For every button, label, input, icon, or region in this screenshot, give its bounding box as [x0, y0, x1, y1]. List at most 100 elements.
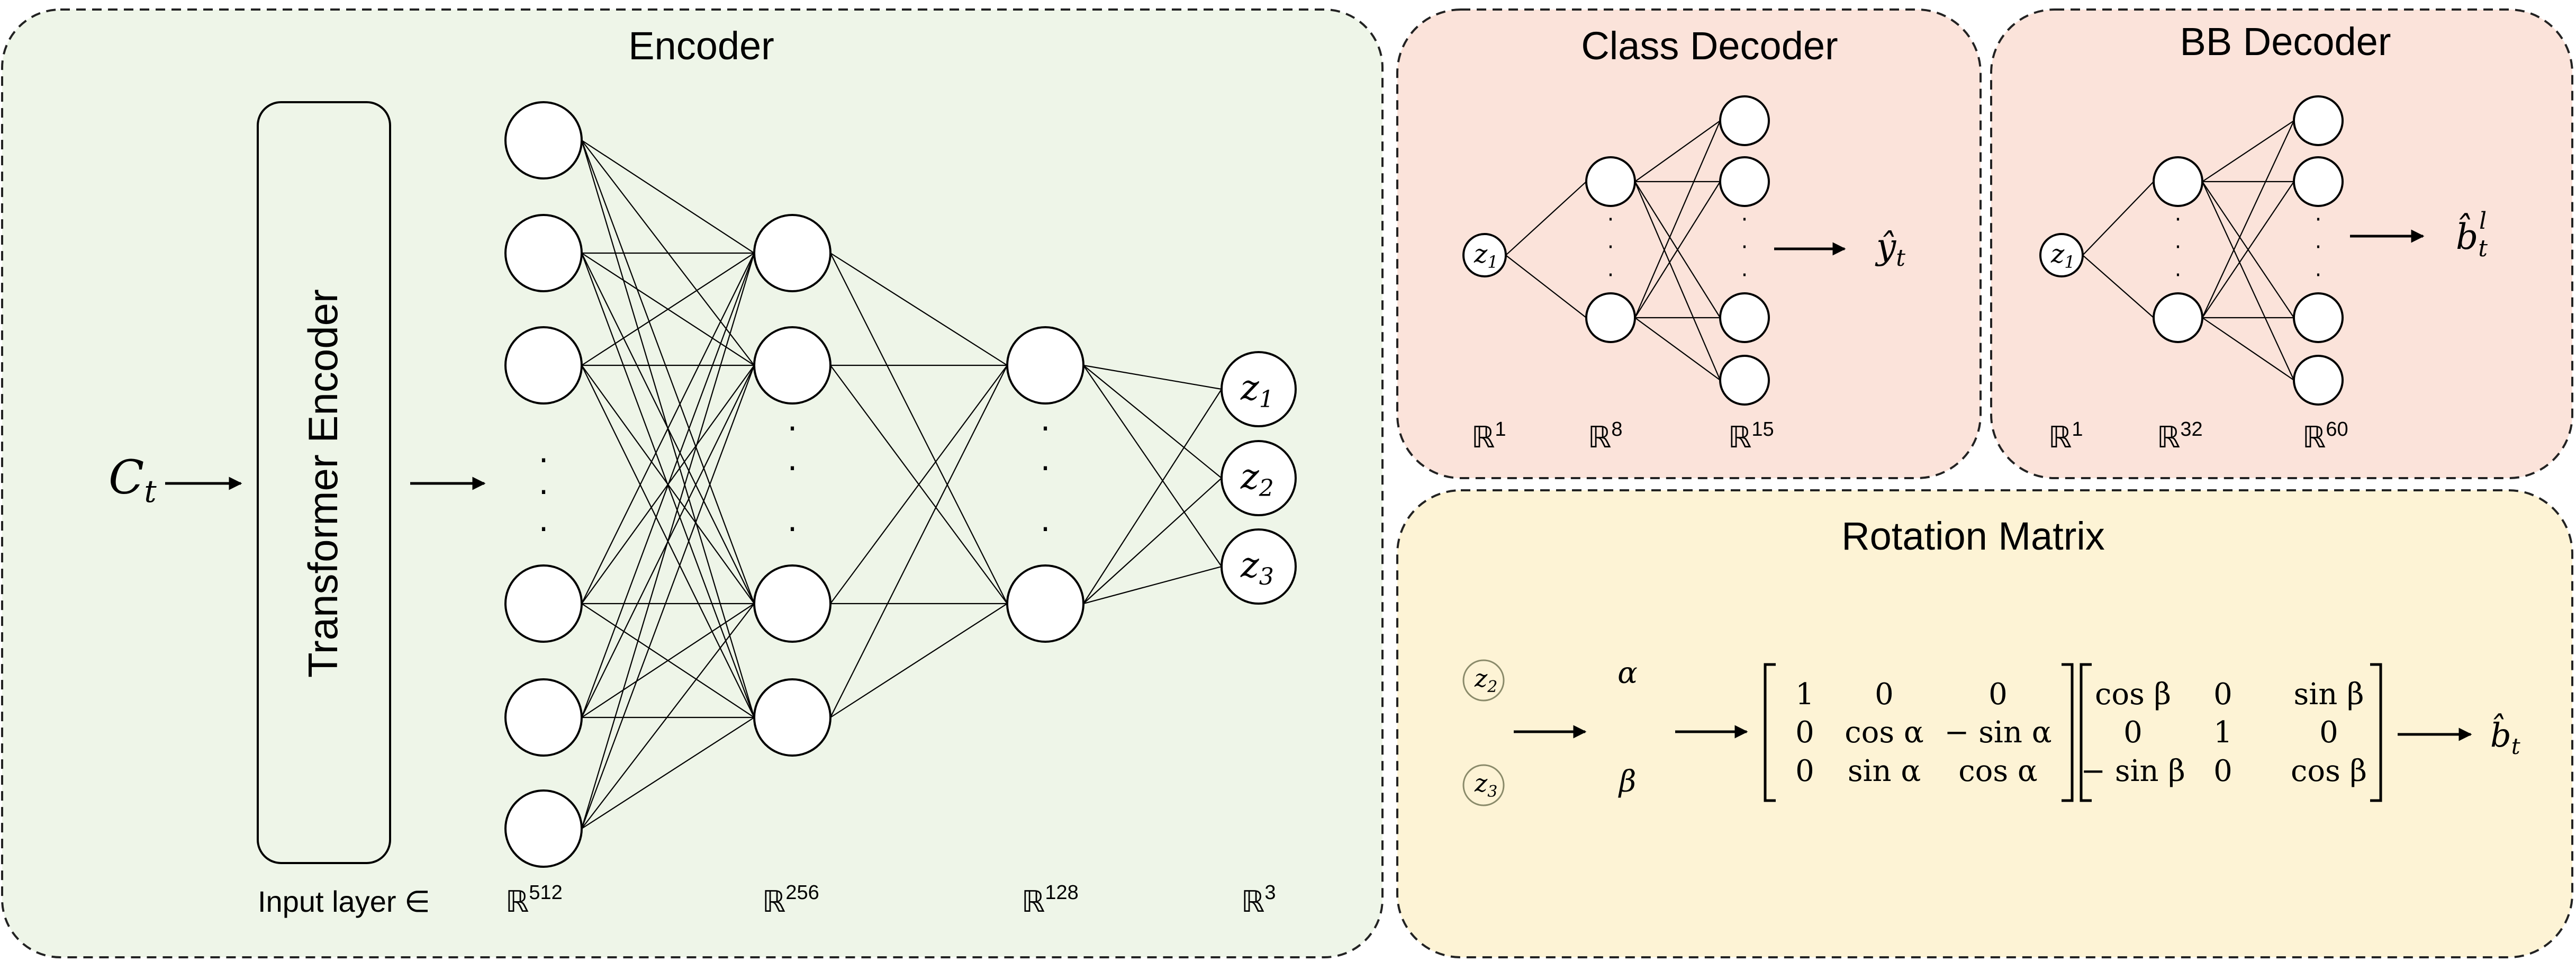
matrix-y-cell: 0	[2319, 715, 2338, 750]
matrix-y-cell: sin β	[2294, 677, 2364, 712]
matrix-x-cell: − sin α	[1944, 715, 2051, 750]
class-dim-8: ℝ8	[1588, 418, 1623, 454]
network-edge	[1083, 389, 1222, 604]
ellipsis-dot: ·	[2175, 235, 2182, 259]
ellipsis-dot: ·	[2175, 208, 2182, 232]
encoder-layer0-node	[504, 214, 583, 292]
bb-decoder-title: BB Decoder	[2180, 20, 2391, 64]
network-edge	[830, 253, 1008, 366]
decoder-hidden-node	[1585, 292, 1636, 343]
latent-z1: z1	[1240, 367, 1274, 413]
decoder-edge	[2202, 317, 2294, 381]
ellipsis-dot: ·	[1741, 208, 1748, 232]
decoder-edge	[2202, 120, 2294, 318]
transformer-encoder-box	[257, 101, 391, 864]
ellipsis-dot: ·	[2315, 235, 2322, 259]
angle-alpha: α	[1617, 656, 1638, 690]
matrix-y-right-bracket	[2370, 663, 2382, 802]
matrix-x-cell: 0	[1875, 677, 1894, 712]
ellipsis-dot: ·	[1040, 511, 1050, 548]
latent-node	[1221, 440, 1297, 516]
decoder-edge	[2202, 181, 2294, 381]
encoder-panel	[1, 8, 1384, 958]
rotation-matrix-title: Rotation Matrix	[1841, 514, 2105, 558]
decoder-output-node	[1719, 355, 1770, 406]
matrix-x-cell: cos α	[1958, 754, 2037, 788]
decoder-input-z1: z1	[2050, 239, 2075, 272]
network-edge	[1083, 365, 1222, 479]
matrix-y-cell: 0	[2213, 677, 2232, 712]
latent-z2: z2	[1240, 456, 1274, 502]
ellipsis-dot: ·	[2175, 263, 2182, 288]
matrix-y-cell: 0	[2213, 754, 2232, 788]
input-layer-label: Input layer ∈	[258, 885, 430, 918]
matrix-y-left-bracket	[2080, 663, 2092, 802]
decoder-input-node	[1462, 233, 1507, 277]
matrix-x-left-bracket	[1764, 663, 1776, 802]
bb-decoder-panel	[1990, 8, 2573, 479]
ellipsis-dot: ·	[538, 474, 548, 511]
matrix-x-cell: cos α	[1845, 715, 1923, 750]
bb-decoder-output: b̂tl	[2456, 208, 2488, 262]
encoder-edges	[581, 140, 1222, 829]
decoder-output-node	[2293, 156, 2344, 207]
decoder-edge	[1505, 255, 1587, 318]
decoder-edge	[1634, 120, 1721, 318]
rotation-input-z2: z2	[1474, 664, 1497, 696]
matrix-x-cell: 0	[1795, 715, 1814, 750]
encoder-layer0-node	[504, 678, 583, 757]
network-edge	[1083, 365, 1222, 567]
decoder-edge	[1634, 181, 1721, 318]
encoder-title: Encoder	[628, 24, 774, 68]
decoder-hidden-node	[1585, 156, 1636, 207]
latent-node	[1221, 528, 1297, 605]
ellipsis-dot: ·	[2315, 208, 2322, 232]
ellipsis-dot: ·	[538, 511, 548, 548]
decoder-output-node	[2293, 95, 2344, 146]
class-decoder-output: ŷt	[1875, 226, 1905, 272]
matrix-y-cell: 0	[2123, 715, 2143, 750]
ellipsis-dot: ·	[1040, 410, 1050, 447]
latent-z3: z3	[1240, 545, 1274, 590]
network-edge	[1083, 565, 1222, 605]
matrix-x-right-bracket	[2062, 663, 2074, 802]
bb-dim-32: ℝ32	[2157, 418, 2203, 454]
network-edge	[830, 603, 1008, 718]
matrix-x-cell: 0	[1989, 677, 2008, 712]
bb-dim-60: ℝ60	[2302, 418, 2348, 454]
ellipsis-dot: ·	[1607, 263, 1614, 288]
ellipsis-dot: ·	[2315, 263, 2322, 288]
class-decoder-title: Class Decoder	[1581, 24, 1838, 68]
network-edge	[581, 603, 755, 829]
network-edge	[581, 140, 755, 254]
decoder-edge	[2202, 120, 2294, 182]
decoder-edge	[1634, 317, 1721, 381]
ellipsis-dot: ·	[1607, 235, 1614, 259]
matrix-y-cell: − sin β	[2081, 754, 2185, 788]
network-edge	[581, 253, 755, 604]
decoder-output-node	[2293, 355, 2344, 406]
ellipsis-dot: ·	[1040, 450, 1050, 487]
network-edge	[830, 253, 1008, 604]
ellipsis-dot: ·	[1607, 208, 1614, 232]
encoder-layer1-node	[753, 564, 831, 643]
bb-decoder-network: z1 · · · · · ·	[2039, 95, 2344, 406]
bb-dim-1: ℝ1	[2048, 418, 2083, 454]
encoder-dim-128: ℝ128	[1022, 882, 1079, 918]
decoder-edge	[1505, 181, 1587, 256]
encoder-layer2-node	[1006, 564, 1084, 643]
rotation-input-z3-node	[1462, 764, 1505, 806]
network-edge	[581, 253, 755, 718]
decoder-output-node	[1719, 292, 1770, 343]
decoder-input-z1: z1	[1474, 239, 1498, 272]
class-decoder-panel	[1396, 8, 1982, 479]
network-edge	[830, 365, 1008, 604]
decoder-edge	[2082, 181, 2154, 256]
decoder-output-node	[1719, 95, 1770, 146]
matrix-x-cell: 1	[1795, 677, 1814, 712]
decoder-output-node	[2293, 292, 2344, 343]
ellipsis-dot: ·	[787, 450, 797, 487]
